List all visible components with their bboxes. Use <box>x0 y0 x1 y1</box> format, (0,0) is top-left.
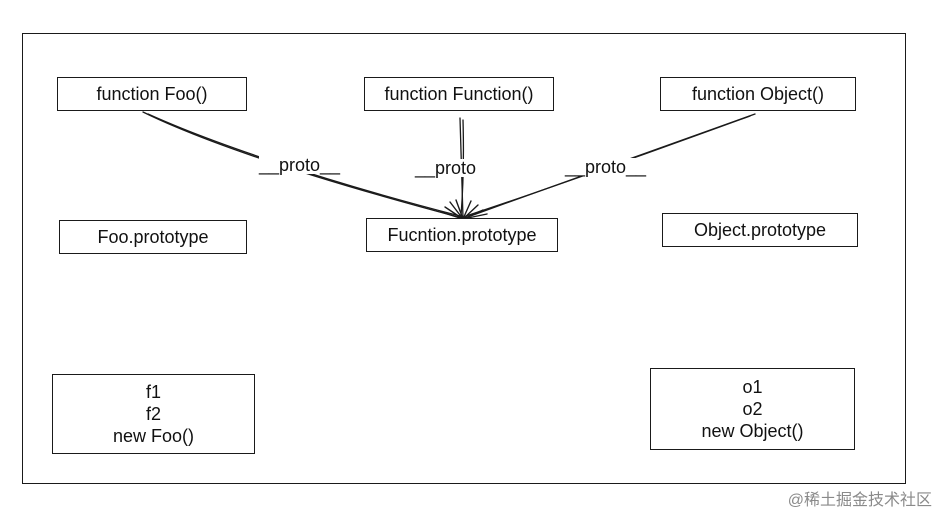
instance-item: o1 <box>742 377 763 397</box>
node-label: Object.prototype <box>693 220 827 240</box>
instance-item: new Object() <box>701 421 804 441</box>
instance-item: f2 <box>145 404 161 424</box>
node-label: function Object() <box>691 84 825 104</box>
edge-label-object-proto: __proto__ <box>565 157 647 177</box>
node-function-prototype: Fucntion.prototype <box>366 218 558 252</box>
edge-label-function-proto: __proto <box>415 158 477 178</box>
node-object-instances: o1 o2 new Object() <box>650 368 855 450</box>
node-foo-prototype: Foo.prototype <box>59 220 247 254</box>
node-function-foo: function Foo() <box>57 77 247 111</box>
node-label: Foo.prototype <box>97 227 209 247</box>
node-label: Fucntion.prototype <box>387 225 537 245</box>
watermark-text: @稀土掘金技术社区 <box>787 492 932 509</box>
node-object-prototype: Object.prototype <box>662 213 858 247</box>
node-function-function: function Function() <box>364 77 554 111</box>
instance-item: f1 <box>145 382 161 402</box>
instance-item: new Foo() <box>112 426 195 446</box>
edge-label-foo-proto: __proto__ <box>259 155 341 175</box>
instance-item: o2 <box>742 399 763 419</box>
node-label: function Foo() <box>96 84 208 104</box>
node-function-object: function Object() <box>660 77 856 111</box>
node-foo-instances: f1 f2 new Foo() <box>52 374 255 454</box>
diagram-frame <box>22 33 906 484</box>
node-label: function Function() <box>384 84 534 104</box>
